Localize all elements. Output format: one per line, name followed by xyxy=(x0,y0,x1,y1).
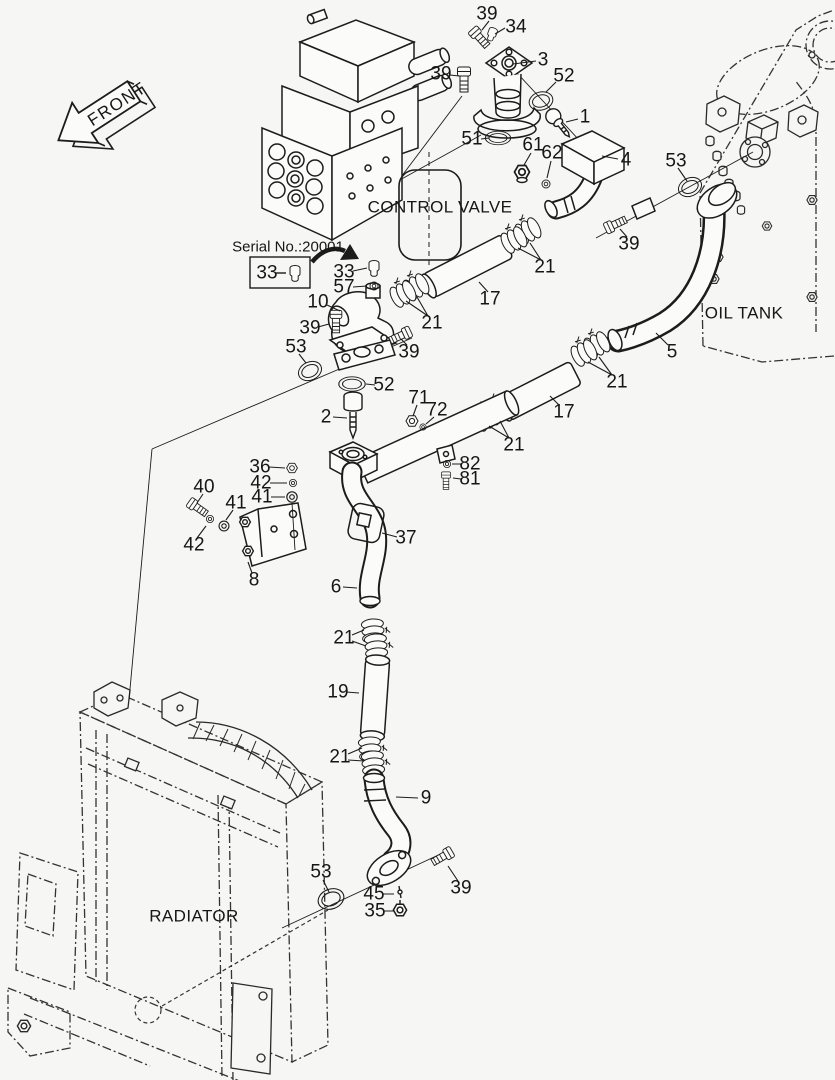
serial-callout-box xyxy=(249,256,311,289)
leader-lines xyxy=(196,20,688,912)
part-callout-21: 21 xyxy=(606,371,628,393)
part-callout-17: 17 xyxy=(479,288,501,310)
bracket-axis-line xyxy=(291,502,296,551)
elbow-flange-part3 xyxy=(473,46,541,139)
control-valve-outline-box xyxy=(398,152,462,266)
serial-box-part-label: 33 xyxy=(256,262,278,284)
part-callout-36: 36 xyxy=(249,456,271,478)
part-callout-61: 61 xyxy=(522,134,544,156)
part-callout-35: 35 xyxy=(364,900,386,922)
control-valve-label: CONTROL VALVE xyxy=(367,197,513,217)
pipe-6 xyxy=(341,461,388,609)
serial-arrow xyxy=(310,244,359,264)
nut-36 xyxy=(286,462,298,474)
bolt-39-bottom xyxy=(429,845,456,868)
front-arrow: FRONT xyxy=(57,78,157,150)
bolt-40 xyxy=(185,496,210,519)
hose-19 xyxy=(359,654,391,742)
part-callout-5: 5 xyxy=(666,341,678,363)
suction-pipe-assembly xyxy=(328,390,520,484)
part-callout-39: 39 xyxy=(299,317,321,339)
part-callout-42: 42 xyxy=(183,534,205,556)
radiator-details xyxy=(16,681,313,1075)
part-callout-21: 21 xyxy=(329,746,351,768)
part-callout-8: 8 xyxy=(248,569,260,591)
washer-62 xyxy=(541,179,551,189)
nut-35 xyxy=(392,900,408,917)
part-callout-72: 72 xyxy=(426,399,448,421)
oil-tank-details xyxy=(705,51,819,302)
pipe-5 xyxy=(606,181,738,353)
part-callout-81: 81 xyxy=(459,468,481,490)
part-callout-6: 6 xyxy=(330,576,342,598)
bolt-81 xyxy=(441,471,451,490)
oring-52-elbow xyxy=(338,376,366,392)
oil-tank-label: OIL TANK xyxy=(704,303,784,323)
washer-41a xyxy=(286,491,298,503)
part-callout-21: 21 xyxy=(421,312,443,334)
stud-45 xyxy=(397,885,403,899)
part-callout-71: 71 xyxy=(408,387,430,409)
oring-53-elbow xyxy=(294,357,326,385)
part-callout-39: 39 xyxy=(476,3,498,25)
radiator-port-marker xyxy=(134,909,329,1024)
part-callout-2: 2 xyxy=(320,406,332,428)
washer-42b xyxy=(205,515,215,523)
part-callout-51: 51 xyxy=(461,128,483,150)
part-callout-41: 41 xyxy=(251,486,273,508)
part-callout-33: 33 xyxy=(333,261,355,283)
part-callout-37: 37 xyxy=(395,527,417,549)
radiator-label: RADIATOR xyxy=(149,906,239,926)
part-callout-9: 9 xyxy=(420,787,432,809)
plug-61 xyxy=(513,164,531,184)
nut-71 xyxy=(405,415,419,427)
part-callout-17: 17 xyxy=(553,401,575,423)
plug-33 xyxy=(368,260,380,277)
serial-box-plug-33 xyxy=(289,265,301,282)
part-callout-53: 53 xyxy=(665,150,687,172)
part-callout-21: 21 xyxy=(534,256,556,278)
part-callout-40: 40 xyxy=(193,476,215,498)
part-callout-41: 41 xyxy=(225,492,247,514)
part-callout-4: 4 xyxy=(620,149,632,171)
part-callout-39: 39 xyxy=(430,63,452,85)
stem-part2 xyxy=(343,391,363,440)
part-callout-82: 82 xyxy=(459,453,481,475)
part-callout-39: 39 xyxy=(398,341,420,363)
part-callout-52: 52 xyxy=(553,65,575,87)
valve-core-part1 xyxy=(545,108,571,138)
part-callout-3: 3 xyxy=(537,49,549,71)
part-callout-52: 52 xyxy=(373,374,395,396)
plug-34 xyxy=(485,26,499,43)
washer-42a xyxy=(288,478,298,488)
part-callout-53: 53 xyxy=(285,336,307,358)
part-callout-53: 53 xyxy=(310,861,332,883)
pipe-clamp-37 xyxy=(347,502,385,544)
part-callout-1: 1 xyxy=(579,106,591,128)
control-valve-body xyxy=(261,8,453,242)
part-callout-39: 39 xyxy=(450,877,472,899)
part-callout-19: 19 xyxy=(327,681,349,703)
part-callout-42: 42 xyxy=(250,472,272,494)
elbow-10 xyxy=(327,282,398,371)
pipe-9 xyxy=(362,768,412,887)
part-callout-21: 21 xyxy=(333,627,355,649)
bracket-8 xyxy=(238,502,307,567)
part-callout-62: 62 xyxy=(541,142,563,164)
part-callout-21: 21 xyxy=(503,434,525,456)
part-callout-39: 39 xyxy=(618,233,640,255)
bolt-39-left xyxy=(457,66,471,93)
part-callout-45: 45 xyxy=(363,883,385,905)
part-callout-34: 34 xyxy=(505,16,527,38)
washer-41b xyxy=(218,520,230,532)
pipe-4 xyxy=(544,130,626,220)
part-callout-57: 57 xyxy=(333,276,355,298)
serial-note: Serial No.:20001 xyxy=(232,238,344,256)
oring-53-bottom xyxy=(314,884,348,914)
bolt-39-tank xyxy=(602,213,629,235)
part-callout-10: 10 xyxy=(307,291,329,313)
